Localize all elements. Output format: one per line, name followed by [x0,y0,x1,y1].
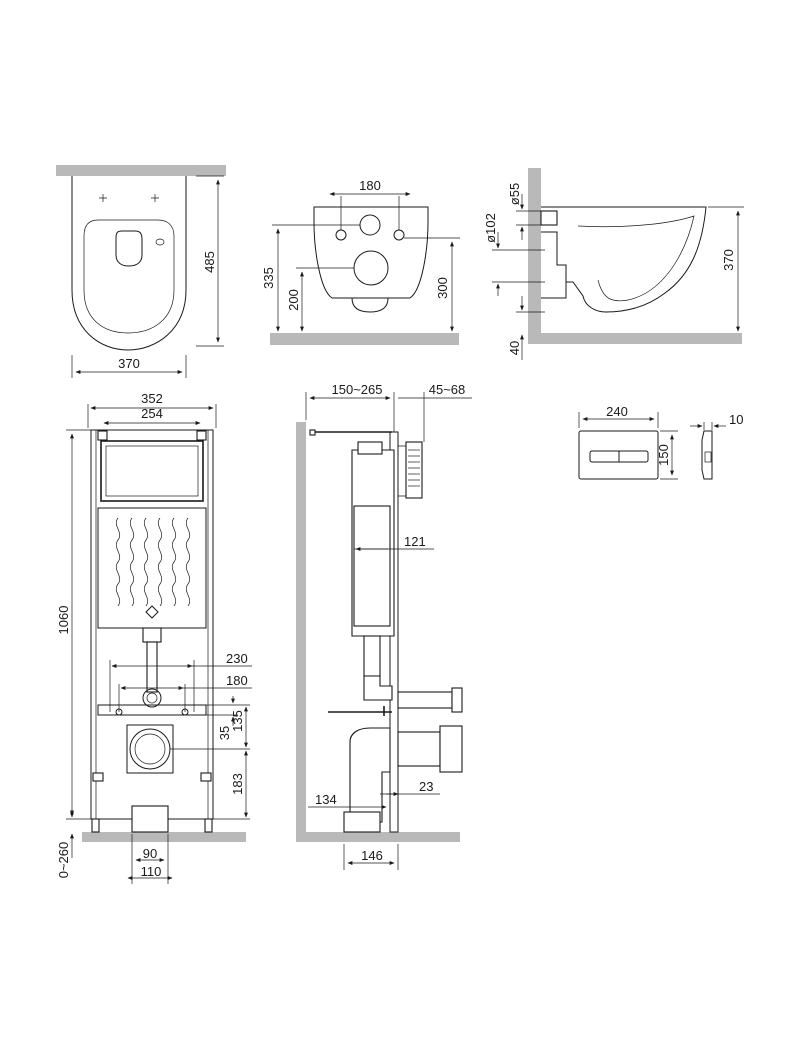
frame-side-wall [296,422,306,842]
dim-370: 370 [118,356,140,371]
waste-flange [439,725,463,773]
waste-elbow [349,727,391,823]
dim-0-260: 0~260 [56,842,71,879]
dim-10: 10 [729,412,743,427]
flush-pipe-top [142,627,162,643]
flush-plate-view: 240 150 10 [578,404,743,480]
clip-right [200,772,212,782]
dim-300: 300 [435,277,450,299]
flush-connector [397,691,453,709]
bowl-top-view: 485 370 [56,165,226,378]
pipe-elbow [363,675,393,701]
waste-pipe-foot [343,811,381,833]
dim-240: 240 [606,404,628,419]
frame-side-view: 150~265 45~68 121 134 23 146 [296,382,472,870]
dim-23: 23 [419,779,433,794]
fix-hole-left [335,229,347,241]
waste-connector [397,731,441,767]
flush-housing [398,445,407,497]
dim-121: 121 [404,534,426,549]
cistern-lower [353,505,391,627]
floor-hatch [270,333,459,345]
flush-plate-side-button [704,451,712,463]
dim-180-front: 180 [359,178,381,193]
dim-485: 485 [202,251,217,273]
side-floor-hatch [528,333,742,344]
leg-right [204,818,213,833]
bowl-mounting-bar [97,704,207,716]
side-wall-hatch [528,168,541,336]
dim-370-side: 370 [721,249,736,271]
dim-45-68: 45~68 [429,382,466,397]
dim-d55: ø55 [507,183,522,205]
waste-pipe-bottom [131,805,169,833]
dim-110: 110 [141,864,162,879]
flush-sleeve [405,441,423,499]
bowl-inner-outline [83,219,175,334]
cistern-wave-pattern [115,517,191,607]
waste-bracket [126,724,174,774]
clip-left [92,772,104,782]
dim-135: 135 [230,710,245,732]
bowl-outline [71,176,187,351]
brand-logo [145,605,159,619]
bowl-side-view: ø55 ø102 40 370 [483,168,744,360]
frame-side-floor [296,832,460,842]
dim-35: 35 [217,726,232,740]
dim-40: 40 [507,341,522,355]
frame-corner-left [97,430,108,441]
dim-146: 146 [361,848,383,863]
flush-plate-side [701,430,713,480]
dim-150-265: 150~265 [332,382,383,397]
inlet-hole [359,214,381,236]
dim-180-frame: 180 [226,673,248,688]
flush-opening-inner [105,445,199,497]
bowl-front-foot [351,297,389,313]
down-pipe [363,635,381,677]
flush-plate [578,430,659,480]
cistern-top [357,441,383,455]
dim-254: 254 [141,406,163,421]
fix-hole-right [393,229,405,241]
wall-hatch [56,165,226,176]
dim-1060: 1060 [56,606,71,635]
bowl-side-inner [577,215,695,302]
leg-left [91,818,100,833]
dim-d102: ø102 [483,213,498,243]
waste-outlet [129,728,171,770]
bowl-front-view: 180 335 200 300 [261,178,460,345]
dim-90: 90 [143,846,157,861]
dim-335: 335 [261,267,276,289]
dim-352: 352 [141,391,163,406]
bowl-drain [115,230,143,267]
frame-floor-hatch [82,832,246,842]
flush-pipe [146,641,158,693]
bowl-side-outline [541,206,707,313]
inlet-spigot [540,210,558,226]
frame-corner-right [196,430,207,441]
dim-183: 183 [230,773,245,795]
bowl-overflow [155,238,165,246]
flush-opening [100,440,204,502]
bowl-front-outline [313,206,429,299]
outlet-spigot [541,282,567,299]
dim-150-plate: 150 [656,444,671,466]
cistern-panel [97,507,207,629]
sleeve-threads [408,449,420,487]
frame-outline [90,429,214,820]
outlet-hole [353,250,389,286]
dim-200: 200 [286,289,301,311]
dim-134: 134 [315,792,337,807]
frame-front-view: 352 254 1060 0~260 230 180 35 135 183 [56,391,252,884]
dim-230: 230 [226,651,248,666]
fixing-holes [99,194,159,202]
